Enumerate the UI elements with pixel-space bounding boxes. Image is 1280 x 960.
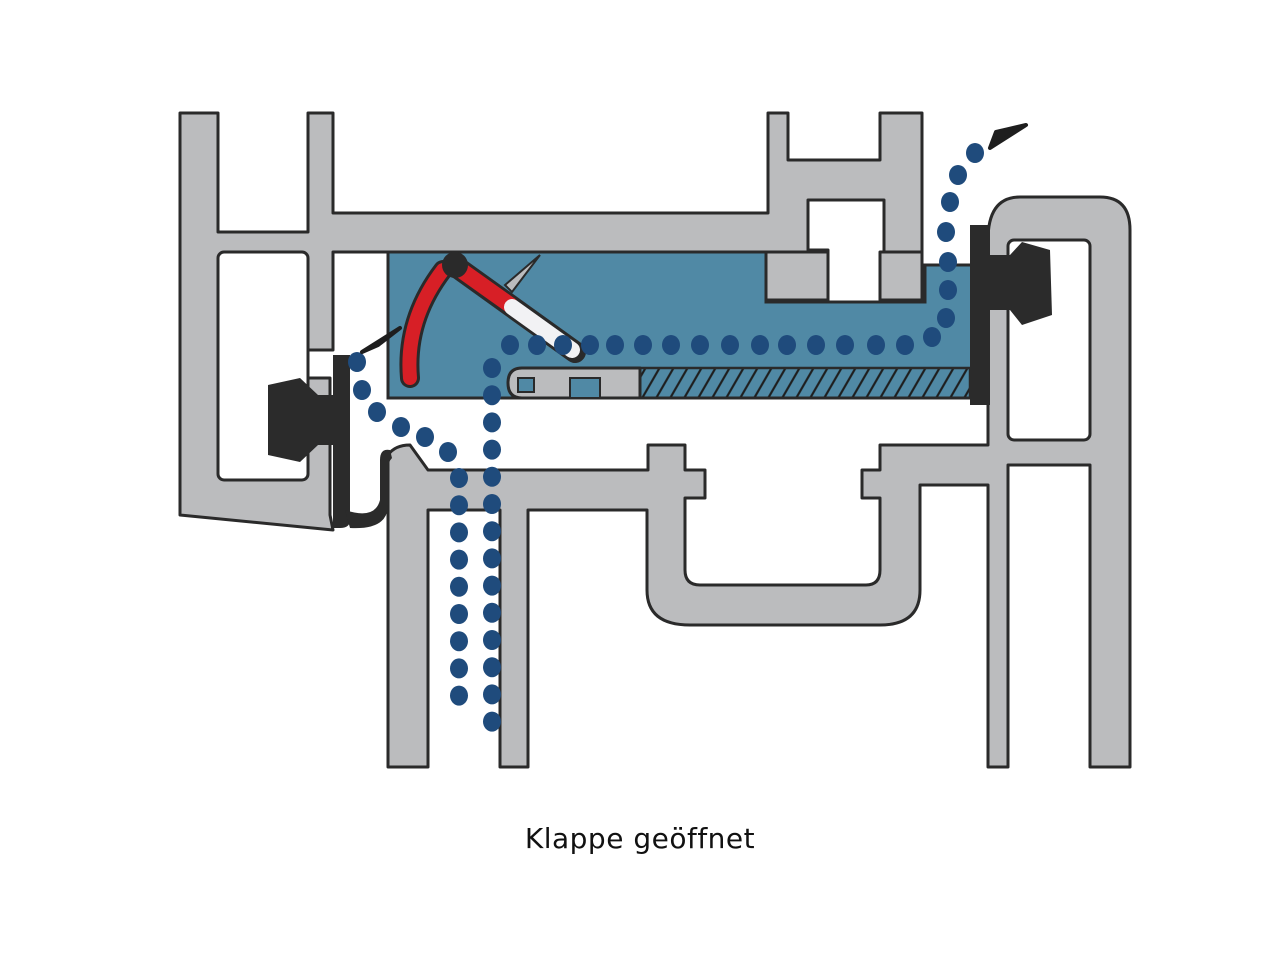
airflow-dot: [483, 385, 501, 406]
airflow-dot: [483, 521, 501, 542]
airflow-dot: [483, 630, 501, 650]
airflow-dot: [450, 576, 468, 597]
airflow-dot: [450, 658, 468, 679]
airflow-dot: [937, 308, 955, 328]
airflow-dot: [483, 494, 501, 514]
airflow-dot: [939, 280, 957, 300]
hatched-insert: [506, 366, 972, 400]
airflow-dot: [836, 335, 854, 355]
airflow-dot: [634, 335, 652, 355]
airflow-dot: [949, 165, 967, 185]
airflow-dot: [416, 427, 434, 447]
airflow-dot: [483, 439, 501, 460]
airflow-dot: [483, 711, 501, 732]
airflow-dot: [751, 335, 769, 355]
airflow-dot: [581, 335, 599, 355]
airflow-dot: [554, 335, 572, 355]
airflow-dot: [896, 335, 914, 355]
airflow-dot: [483, 412, 501, 433]
airflow-dot: [450, 604, 468, 624]
airflow-dot: [483, 684, 501, 705]
airflow-dot: [662, 335, 680, 355]
airflow-dot: [721, 335, 739, 355]
airflow-dot: [483, 575, 501, 596]
airflow-arrow-right: [988, 123, 1028, 150]
airflow-dot: [483, 466, 501, 487]
airflow-arrow-left: [360, 326, 402, 354]
air-chamber: [386, 250, 974, 400]
airflow-dot: [439, 442, 457, 462]
airflow-dot: [483, 548, 501, 569]
flap-hinge: [442, 252, 468, 278]
airflow-dot: [483, 657, 501, 678]
airflow-dot: [353, 380, 371, 400]
diagram-caption: Klappe geöffnet: [524, 822, 756, 855]
airflow-dot: [937, 222, 955, 242]
airflow-dot: [450, 522, 468, 543]
airflow-dot: [606, 335, 624, 355]
airflow-dot: [778, 335, 796, 355]
airflow-dot: [450, 468, 468, 488]
airflow-dot: [368, 402, 386, 422]
airflow-dot: [450, 495, 468, 516]
airflow-dot: [691, 335, 709, 355]
airflow-dot: [483, 358, 501, 378]
right-gasket: [970, 225, 1052, 405]
airflow-dot: [450, 631, 468, 652]
airflow-dot: [450, 685, 468, 706]
airflow-dot: [450, 549, 468, 570]
left-gasket: [268, 355, 392, 529]
airflow-dot: [939, 252, 957, 272]
airflow-dot: [807, 335, 825, 355]
airflow-dot: [348, 352, 366, 372]
airflow-dot: [923, 327, 941, 347]
airflow-dot: [483, 602, 501, 623]
airflow-dot: [392, 417, 410, 437]
airflow-dot: [528, 335, 546, 355]
airflow-dot: [501, 335, 519, 355]
airflow-dot: [966, 143, 984, 163]
airflow-dot: [867, 335, 885, 355]
airflow-dot: [941, 192, 959, 212]
airflow-path: [348, 143, 984, 732]
